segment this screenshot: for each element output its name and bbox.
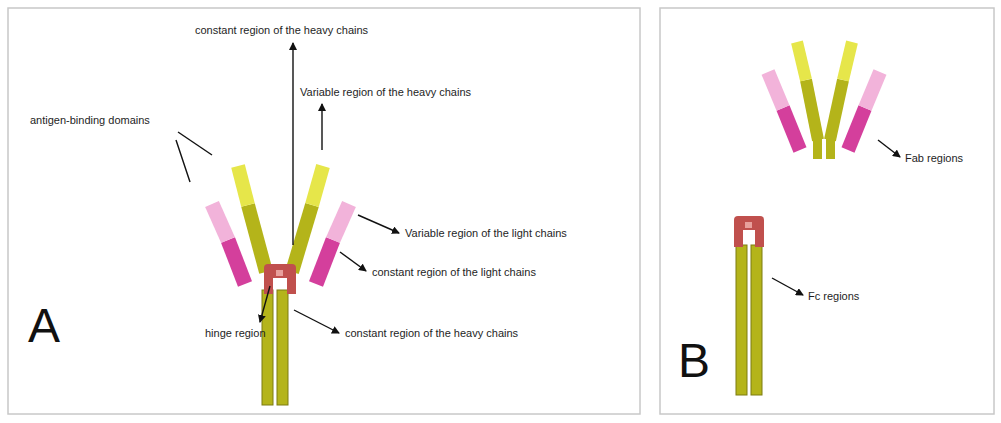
part-label: Variable region of the light chains xyxy=(405,227,567,240)
part-label: constant region of the heavy chains xyxy=(195,24,368,37)
part-label: Variable region of the heavy chains xyxy=(300,86,471,99)
part-label: constant region of the light chains xyxy=(372,266,536,279)
whole-antibody xyxy=(212,166,349,405)
part-label: constant region of the heavy chains xyxy=(345,327,518,340)
fc-fragment xyxy=(734,216,764,395)
part-label: hinge region xyxy=(205,327,266,340)
panel-a-frame xyxy=(8,8,640,414)
panel-b-frame xyxy=(660,8,994,414)
leader-lines-b xyxy=(772,140,900,295)
part-label: Fab regions xyxy=(905,152,963,165)
panel-letter: A xyxy=(28,300,60,352)
part-label: antigen-binding domains xyxy=(30,114,150,127)
fab-fragment xyxy=(768,42,880,159)
panel-letter: B xyxy=(678,335,710,387)
part-label: Fc regions xyxy=(808,290,859,303)
